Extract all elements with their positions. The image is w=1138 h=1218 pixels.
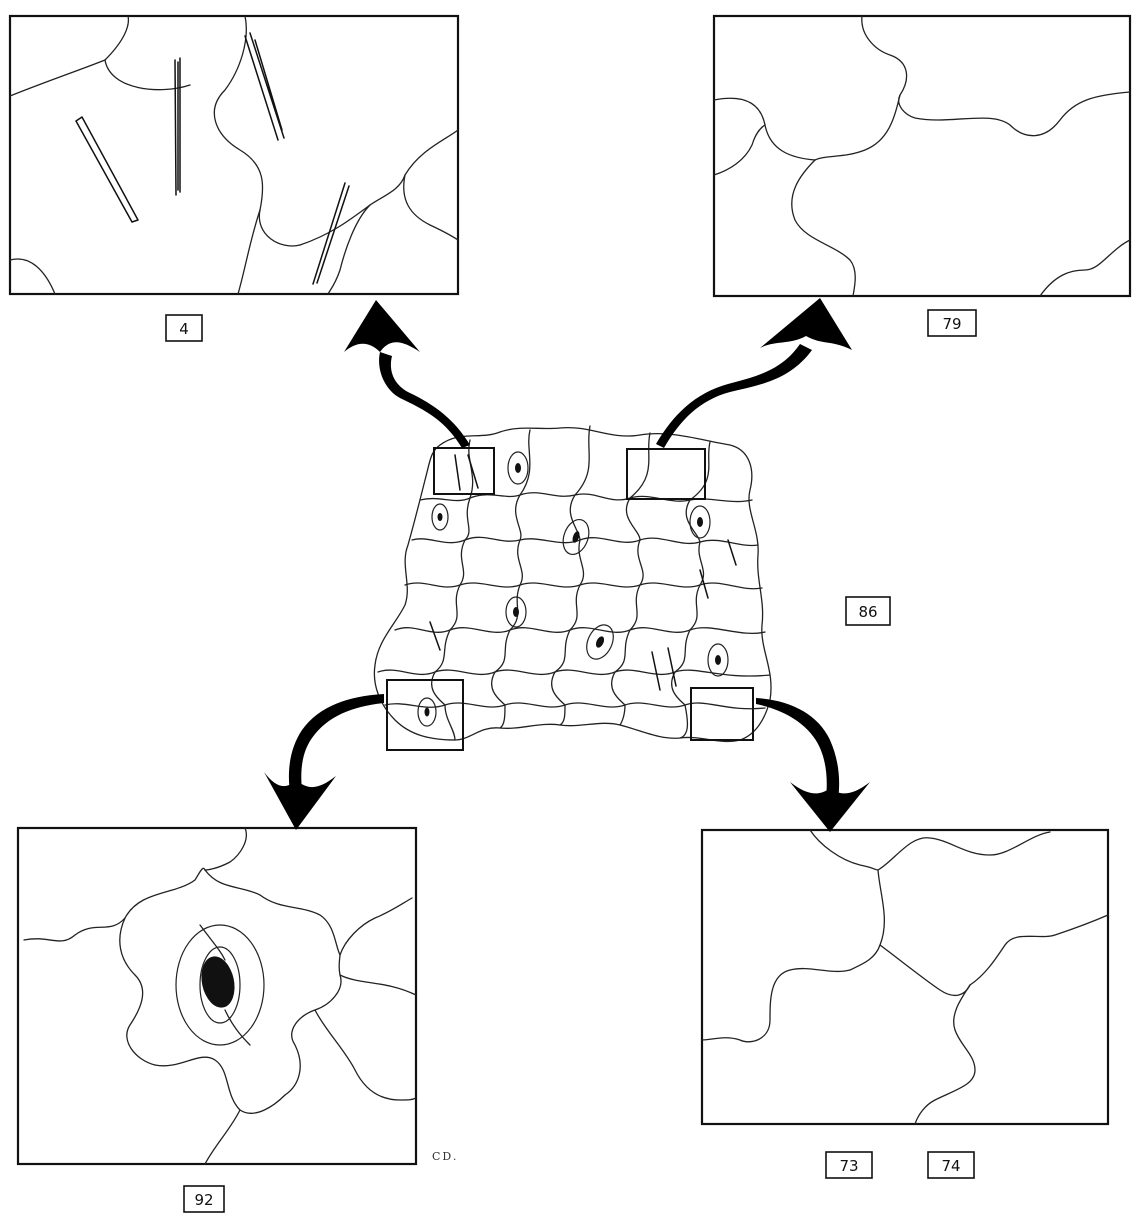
zoom-box-top-left (433, 447, 495, 495)
label-overview-86-text: 86 (858, 603, 877, 621)
arrow-to-top-left (344, 300, 470, 448)
stoma-guard-cell-inner (199, 946, 241, 1024)
label-panel-73-text: 73 (839, 1157, 858, 1175)
overview-stoma-5 (505, 596, 527, 628)
zoom-box-top-right (626, 448, 706, 500)
panel-top-left-crystals (75, 32, 350, 285)
panel-bottom-right-cell-walls (701, 829, 1109, 1125)
overview-stoma-6 (586, 624, 614, 660)
panel-bottom-right (700, 828, 1110, 1126)
stoma-guard-cell-outline (175, 924, 265, 1046)
overview-outline (373, 426, 772, 743)
panel-top-right (712, 14, 1132, 298)
panel-top-left-frame (8, 14, 460, 296)
arrow-to-bottom-right (756, 698, 870, 832)
panel-bottom-right-frame (700, 828, 1110, 1126)
arrow-to-top-right (656, 298, 852, 448)
zoom-box-bottom-left (386, 679, 464, 751)
overview-stoma-4 (689, 505, 711, 539)
stoma-pore (201, 956, 235, 1008)
panel-bottom-left-cell-walls (23, 827, 417, 1165)
arrow-to-bottom-left (264, 694, 384, 830)
panel-top-right-cell-walls (713, 15, 1131, 297)
label-panel-92: 92 (183, 1185, 225, 1213)
label-panel-4-text: 4 (179, 320, 189, 338)
overview-crystals (429, 454, 737, 691)
stoma-guard-cells (175, 924, 265, 1046)
overview-cell-network (377, 425, 771, 741)
overview-stoma-7 (707, 643, 729, 677)
label-panel-92-text: 92 (194, 1191, 213, 1209)
label-panel-79-text: 79 (942, 315, 961, 333)
label-overview-86: 86 (845, 596, 891, 626)
overview-stoma-8 (417, 697, 437, 727)
panel-bottom-left (16, 826, 418, 1166)
panel-top-right-frame (712, 14, 1132, 298)
overview-stoma-3 (562, 518, 590, 556)
label-panel-4: 4 (165, 314, 203, 342)
overview-stomata (417, 451, 729, 727)
zoom-box-bottom-right (690, 687, 754, 741)
overview-stoma-2 (431, 503, 449, 531)
overview-stoma-1 (507, 451, 529, 485)
panel-top-left (8, 14, 460, 296)
label-panel-74: 74 (927, 1151, 975, 1179)
label-panel-79: 79 (927, 309, 977, 337)
label-panel-74-text: 74 (941, 1157, 960, 1175)
signature: CD. (432, 1150, 458, 1163)
overview-epidermis (373, 425, 772, 751)
label-panel-73: 73 (825, 1151, 873, 1179)
